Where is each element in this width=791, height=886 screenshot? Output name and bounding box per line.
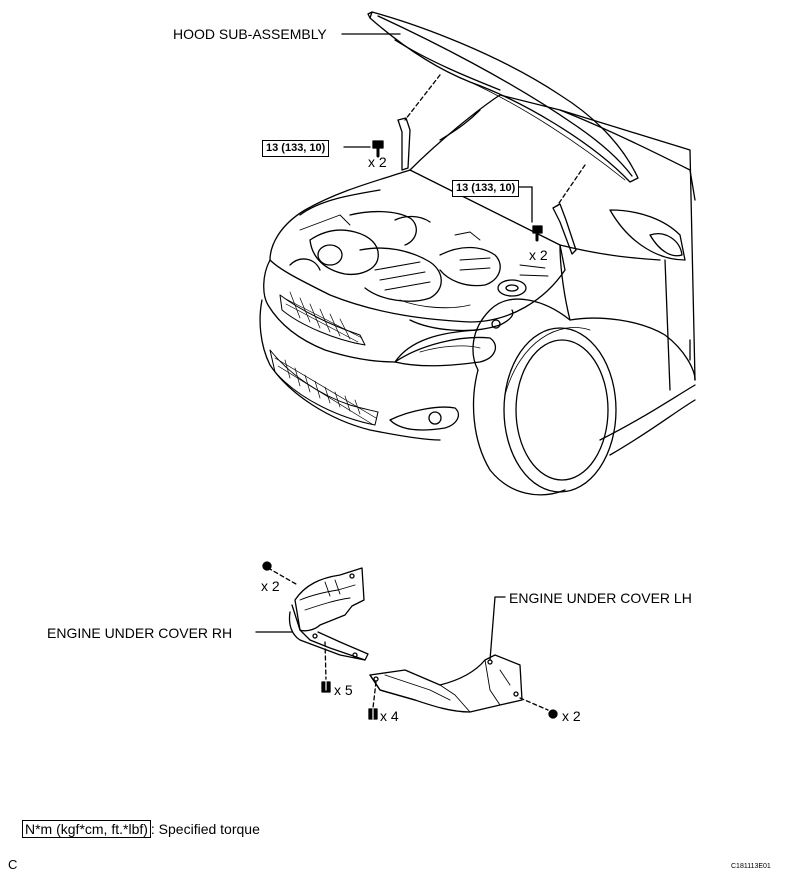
- bolt-lh-right: [548, 709, 558, 719]
- figure-code: C181113E01: [731, 863, 771, 870]
- quantity-rh-top: x 2: [261, 578, 280, 594]
- engine-under-cover-rh-drawing: [288, 567, 369, 661]
- engine-under-cover-lh-label: ENGINE UNDER COVER LH: [509, 590, 692, 606]
- car-body: [259, 94, 696, 496]
- bolt-lh-left: [368, 708, 378, 720]
- hood-sub-assembly-label: HOOD SUB-ASSEMBLY: [173, 26, 327, 42]
- bolt-hood-right: [532, 225, 543, 242]
- torque-spec-right: 13 (133, 10): [452, 180, 520, 197]
- quantity-hood-left: x 2: [368, 154, 387, 170]
- torque-legend-text: : Specified torque: [150, 821, 260, 837]
- quantity-lh-right: x 2: [562, 708, 581, 724]
- corner-letter: C: [8, 857, 18, 872]
- engine-under-cover-lh-drawing: [369, 654, 523, 713]
- hood-drawing: [367, 11, 639, 183]
- engine-under-cover-rh-label: ENGINE UNDER COVER RH: [47, 625, 233, 641]
- bolt-rh-top: [262, 561, 272, 571]
- torque-legend: N*m (kgf*cm, ft.*lbf): Specified torque: [22, 820, 260, 838]
- torque-spec-left: 13 (133, 10): [262, 140, 330, 157]
- torque-legend-unit: N*m (kgf*cm, ft.*lbf): [22, 820, 151, 838]
- bolt-rh-bottom: [321, 679, 331, 693]
- quantity-hood-right: x 2: [529, 247, 548, 263]
- hood-hinge-left: [397, 117, 411, 171]
- quantity-lh-left: x 4: [380, 708, 399, 724]
- bolt-hood-left: [372, 140, 384, 158]
- quantity-rh-bottom: x 5: [334, 682, 353, 698]
- hood-hinge-right: [552, 203, 577, 255]
